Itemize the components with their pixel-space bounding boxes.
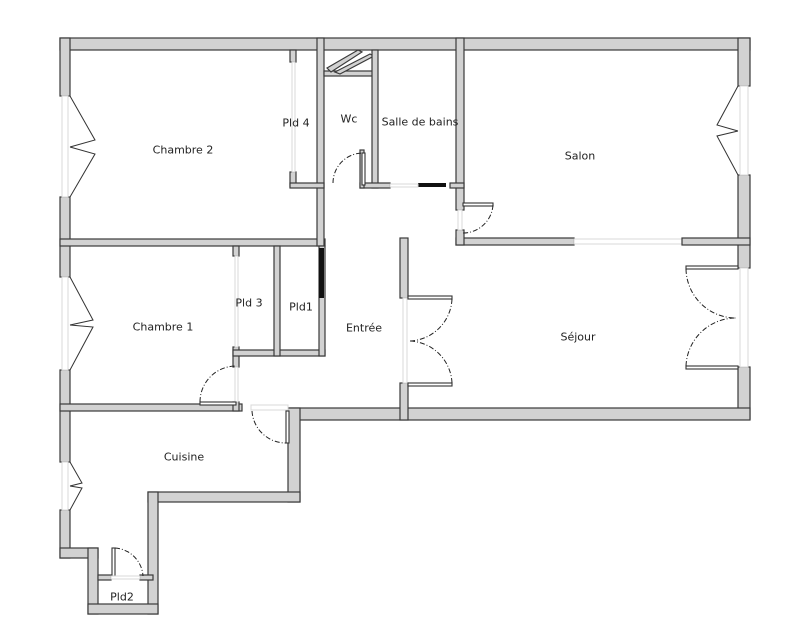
room-label-pld-4: Pld 4 [282,116,310,130]
room-label-wc: Wc [340,112,358,126]
room-label-entree: Entrée [345,321,383,335]
room-label-pld1: Pld1 [289,300,313,314]
room-label-salle-de-bains: Salle de bains [381,115,459,129]
room-label-pld-3: Pld 3 [235,296,263,310]
interior-walls [59,37,751,511]
room-label-chambre-2: Chambre 2 [152,143,214,157]
room-label-salon: Salon [564,149,596,163]
room-label-pld2: Pld2 [110,590,134,604]
room-label-chambre-1: Chambre 1 [132,320,194,334]
room-label-sejour: Séjour [560,330,596,344]
doors-windows [69,85,739,580]
room-label-cuisine: Cuisine [163,450,205,464]
